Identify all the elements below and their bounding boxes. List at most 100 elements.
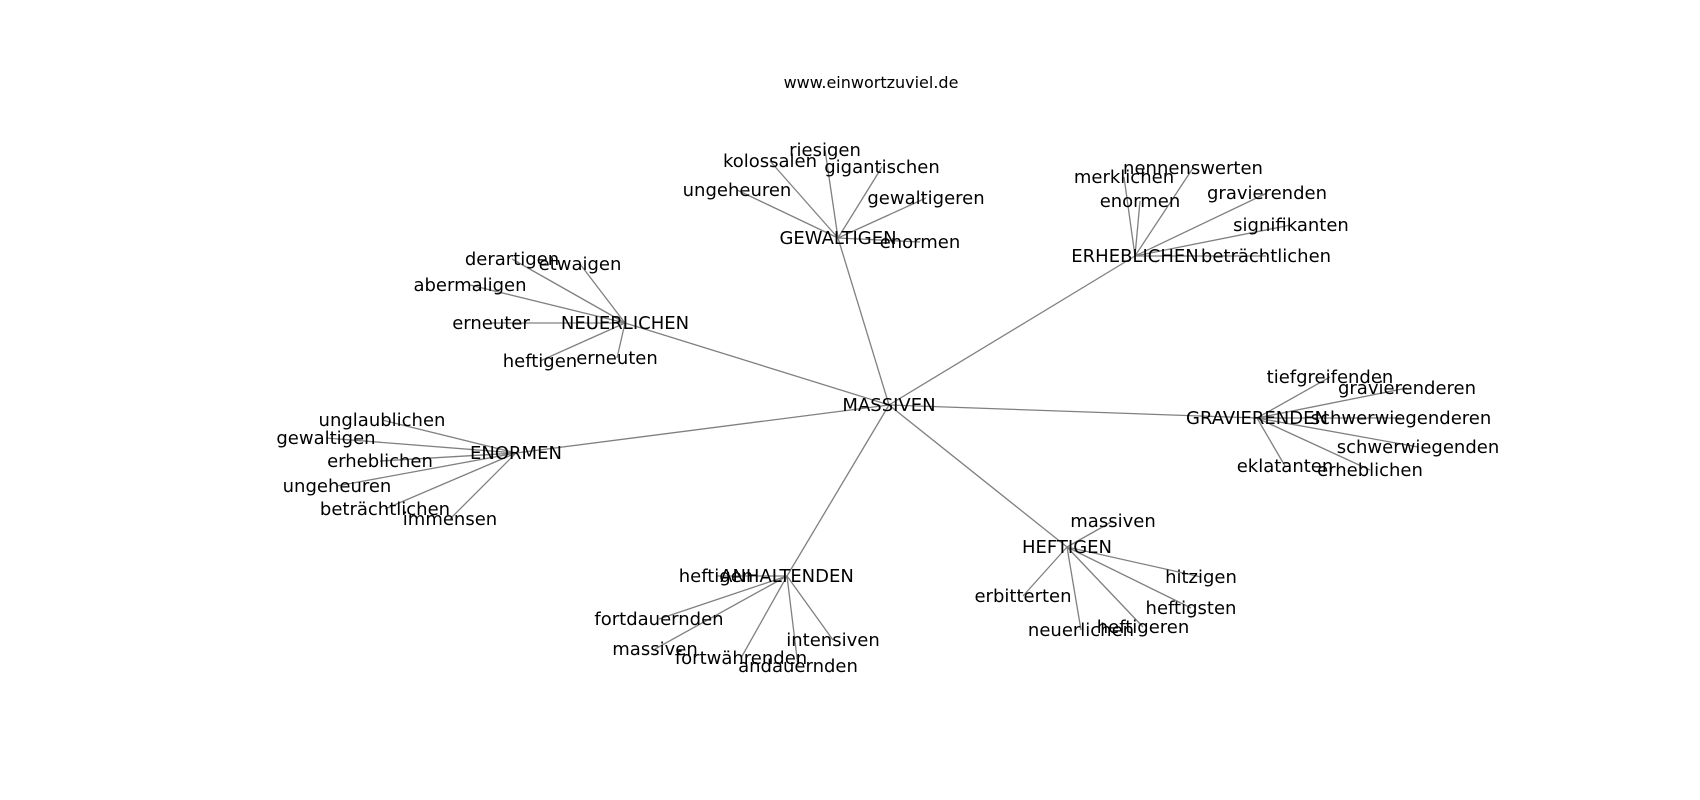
edges-layer bbox=[325, 149, 1419, 667]
word-node-neuerlichen-3: erneuter bbox=[452, 313, 530, 334]
word-node-gravierenden-3: schwerwiegenden bbox=[1337, 437, 1500, 458]
word-node-anhaltenden-2: intensiven bbox=[786, 630, 879, 651]
edge-gravierenden-4 bbox=[1256, 417, 1286, 467]
edge-erheblichen-2 bbox=[1134, 200, 1141, 257]
word-node-gravierenden-4: eklatanten bbox=[1237, 456, 1334, 477]
word-node-gravierenden-2: schwerwiegenderen bbox=[1311, 408, 1492, 429]
edge-erheblichen-1 bbox=[1134, 167, 1194, 257]
edge-root-gewaltigen bbox=[837, 237, 890, 406]
word-node-gewaltigen-5: enormen bbox=[880, 232, 961, 253]
edge-enormen-4 bbox=[384, 452, 517, 510]
edge-anhaltenden-3 bbox=[654, 575, 788, 650]
edge-gewaltigen-5 bbox=[837, 237, 921, 243]
word-node-gewaltigen-3: ungeheuren bbox=[683, 180, 792, 201]
word-node-erheblichen-4: signifikanten bbox=[1233, 215, 1349, 236]
edge-anhaltenden-4 bbox=[740, 575, 788, 659]
edge-root-anhaltenden bbox=[786, 404, 890, 577]
hub-node-gravierenden: GRAVIERENDEN bbox=[1186, 408, 1328, 429]
edge-root-enormen bbox=[515, 404, 890, 454]
edge-neuerlichen-4 bbox=[539, 322, 626, 362]
word-node-gewaltigen-2: gigantischen bbox=[824, 157, 940, 178]
labels-layer: www.einwortzuviel.de kolossalenriesigeng… bbox=[276, 73, 1499, 677]
edge-gravierenden-1 bbox=[1256, 387, 1408, 419]
edge-anhaltenden-1 bbox=[658, 575, 788, 620]
edge-enormen-2 bbox=[379, 452, 517, 462]
hub-node-enormen: ENORMEN bbox=[470, 443, 562, 464]
edge-neuerlichen-5 bbox=[616, 322, 626, 359]
word-node-enormen-2: erheblichen bbox=[327, 451, 433, 472]
edge-heftigen-3 bbox=[1066, 546, 1192, 609]
word-node-neuerlichen-0: derartigen bbox=[465, 249, 559, 270]
word-node-neuerlichen-4: heftigen bbox=[503, 351, 577, 372]
edge-gewaltigen-3 bbox=[736, 189, 839, 239]
hub-node-heftigen: HEFTIGEN bbox=[1022, 537, 1112, 558]
word-node-anhaltenden-0: heftigen bbox=[679, 566, 753, 587]
edge-erheblichen-0 bbox=[1123, 176, 1136, 257]
edge-gewaltigen-4 bbox=[837, 197, 927, 239]
word-node-enormen-1: gewaltigen bbox=[276, 428, 375, 449]
edge-gravierenden-5 bbox=[1256, 417, 1371, 471]
edge-heftigen-5 bbox=[1066, 546, 1144, 628]
edge-root-neuerlichen bbox=[624, 322, 890, 406]
edge-anhaltenden-5 bbox=[786, 575, 799, 667]
hub-node-anhaltenden: ANHALTENDEN bbox=[720, 566, 854, 587]
word-node-heftigen-2: erbitterten bbox=[974, 586, 1071, 607]
word-node-gravierenden-0: tiefgreifenden bbox=[1267, 367, 1394, 388]
word-node-enormen-0: unglaublichen bbox=[319, 410, 446, 431]
hub-node-erheblichen: ERHEBLICHEN bbox=[1071, 246, 1198, 267]
edge-anhaltenden-2 bbox=[786, 575, 834, 641]
edge-erheblichen-3 bbox=[1134, 192, 1268, 257]
edge-neuerlichen-2 bbox=[469, 284, 626, 324]
edge-neuerlichen-1 bbox=[579, 263, 626, 324]
word-node-anhaltenden-4: fortwährenden bbox=[675, 648, 807, 669]
edge-root-erheblichen bbox=[888, 255, 1136, 406]
edge-enormen-0 bbox=[381, 419, 517, 454]
word-node-erheblichen-5: beträchtlichen bbox=[1201, 246, 1331, 267]
edge-root-heftigen bbox=[888, 404, 1068, 548]
word-node-enormen-5: immensen bbox=[403, 509, 497, 530]
edge-heftigen-1 bbox=[1066, 546, 1202, 578]
word-node-gravierenden-1: gravierenderen bbox=[1338, 378, 1476, 399]
edge-enormen-1 bbox=[325, 437, 517, 454]
edge-gewaltigen-2 bbox=[837, 166, 883, 239]
word-node-neuerlichen-2: abermaligen bbox=[413, 275, 526, 296]
edge-heftigen-2 bbox=[1022, 546, 1068, 597]
word-node-erheblichen-3: gravierenden bbox=[1207, 183, 1327, 204]
edge-gewaltigen-0 bbox=[769, 160, 839, 239]
word-node-enormen-3: ungeheuren bbox=[283, 476, 392, 497]
edge-gravierenden-0 bbox=[1256, 376, 1331, 419]
site-title: www.einwortzuviel.de bbox=[784, 73, 959, 92]
word-node-heftigen-3: heftigsten bbox=[1146, 598, 1237, 619]
edge-root-gravierenden bbox=[888, 404, 1258, 419]
edge-enormen-5 bbox=[449, 452, 517, 520]
word-node-heftigen-4: neuerlichen bbox=[1028, 620, 1134, 641]
word-node-neuerlichen-1: etwaigen bbox=[539, 254, 622, 275]
word-node-erheblichen-0: merklichen bbox=[1074, 167, 1174, 188]
edge-heftigen-4 bbox=[1066, 546, 1082, 631]
edge-gewaltigen-1 bbox=[824, 149, 839, 239]
word-node-gewaltigen-0: kolossalen bbox=[723, 151, 817, 172]
word-node-heftigen-0: massiven bbox=[1070, 511, 1155, 532]
word-node-gravierenden-5: erheblichen bbox=[1317, 460, 1423, 481]
edge-neuerlichen-0 bbox=[511, 258, 626, 324]
word-node-anhaltenden-3: massiven bbox=[612, 639, 697, 660]
hub-node-gewaltigen: GEWALTIGEN bbox=[779, 228, 896, 249]
word-node-anhaltenden-1: fortdauernden bbox=[594, 609, 723, 630]
word-node-neuerlichen-5: erneuten bbox=[576, 348, 658, 369]
root-node: MASSIVEN bbox=[842, 395, 935, 416]
hub-node-neuerlichen: NEUERLICHEN bbox=[561, 313, 689, 334]
word-node-gewaltigen-1: riesigen bbox=[789, 140, 861, 161]
word-node-heftigen-5: heftigeren bbox=[1097, 617, 1190, 638]
edge-gravierenden-3 bbox=[1256, 417, 1419, 448]
word-node-heftigen-1: hitzigen bbox=[1165, 567, 1237, 588]
edge-heftigen-0 bbox=[1066, 520, 1114, 548]
word-node-gewaltigen-4: gewaltigeren bbox=[867, 188, 984, 209]
edge-enormen-3 bbox=[336, 452, 517, 487]
edge-erheblichen-4 bbox=[1134, 224, 1292, 257]
word-node-anhaltenden-5: andauernden bbox=[738, 656, 858, 677]
word-node-enormen-4: beträchtlichen bbox=[320, 499, 450, 520]
word-node-erheblichen-1: nennenswerten bbox=[1123, 158, 1263, 179]
word-node-erheblichen-2: enormen bbox=[1100, 191, 1181, 212]
